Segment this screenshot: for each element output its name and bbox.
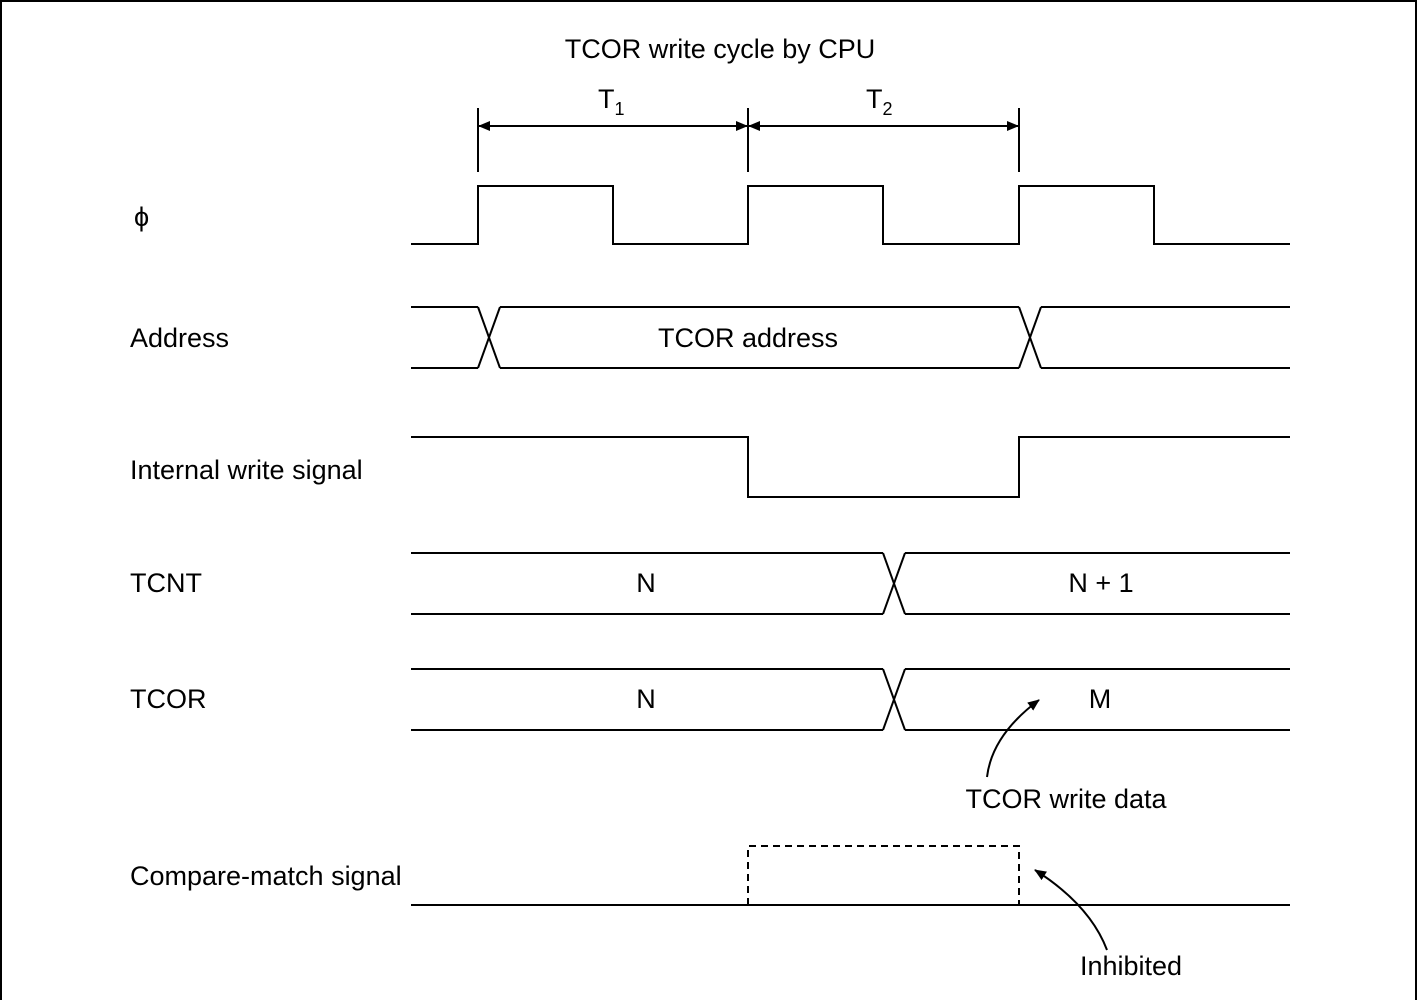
tcnt-value-before: N [636, 568, 656, 598]
address-label: Address [130, 323, 229, 353]
tcnt-label: TCNT [130, 568, 202, 598]
write-data-pointer [986, 699, 1040, 778]
tcnt-value-after: N + 1 [1068, 568, 1133, 598]
address-value: TCOR address [658, 323, 838, 353]
write-data-annotation: TCOR write data [965, 784, 1167, 814]
inhibited-pointer [1034, 869, 1108, 951]
tcnt-waveform [411, 552, 1290, 615]
phi-clock-waveform [411, 185, 1290, 245]
tcor-value-after: M [1089, 684, 1112, 714]
period-t1-label: T1 [598, 84, 625, 119]
tcor-waveform [411, 668, 1290, 731]
write-signal-label: Internal write signal [130, 455, 363, 485]
period-t2-label: T2 [866, 84, 893, 119]
write-signal-waveform [411, 436, 1290, 498]
tcor-value-before: N [636, 684, 656, 714]
phi-label: ϕ [134, 202, 149, 232]
diagram-title: TCOR write cycle by CPU [565, 34, 876, 64]
compare-match-label: Compare-match signal [130, 861, 402, 891]
inhibited-annotation: Inhibited [1080, 951, 1182, 981]
compare-match-inhibited-pulse [747, 845, 1020, 905]
address-bus-waveform [411, 306, 1290, 369]
tcor-label: TCOR [130, 684, 207, 714]
